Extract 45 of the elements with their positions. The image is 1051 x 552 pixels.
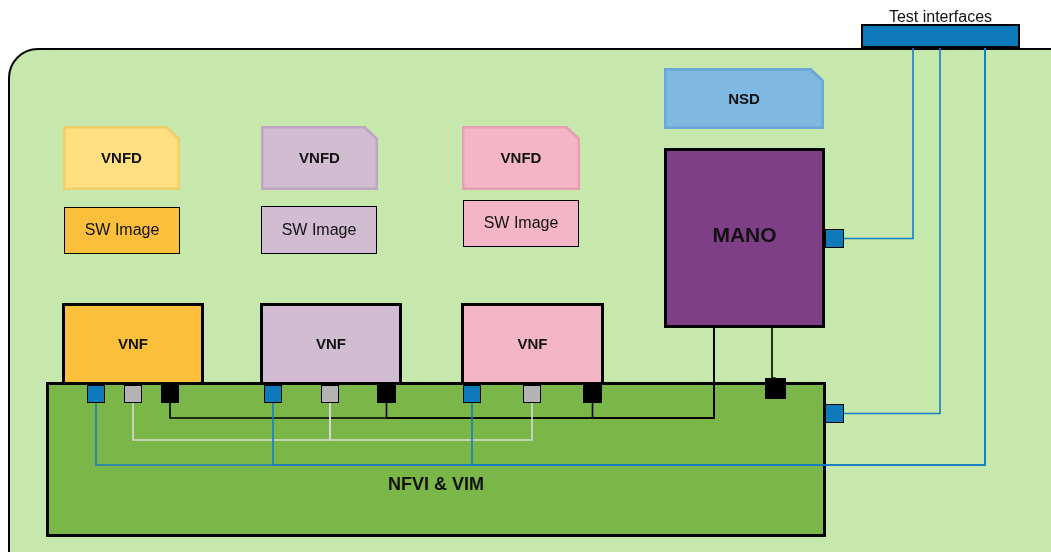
port-square [523, 385, 541, 403]
port-square [321, 385, 339, 403]
image-box [463, 200, 579, 247]
port-square [463, 385, 481, 403]
mano-label: MANO [712, 222, 777, 248]
vnf-label: VNF [118, 334, 148, 354]
document-shape [63, 126, 180, 190]
mano-box [664, 148, 825, 328]
document-shape [462, 126, 580, 190]
image-label: SW Image [84, 220, 160, 240]
connector-line [471, 47, 986, 466]
port-square [825, 404, 844, 423]
image-box [64, 207, 180, 254]
port-square [825, 229, 844, 248]
vnf-label: VNF [316, 334, 346, 354]
descriptor-label: VNFD [299, 148, 340, 168]
vnf-label: VNF [517, 334, 548, 354]
connector-line [132, 402, 331, 441]
connector-line [329, 402, 533, 441]
connector-line [843, 47, 941, 415]
descriptor-label: VNFD [101, 148, 142, 168]
image-label: SW Image [281, 220, 357, 240]
interface-label: Test interfaces [888, 8, 993, 26]
port-square [765, 378, 786, 399]
connector-line [771, 327, 777, 379]
port-square [583, 385, 602, 403]
port-square [264, 385, 282, 403]
vnf-box [62, 303, 204, 385]
platform-label: NFVI & VIM [388, 473, 484, 496]
connector-line [591, 327, 715, 419]
vnf-box [260, 303, 402, 385]
connector-line [843, 47, 914, 240]
descriptor-label: VNFD [500, 148, 542, 168]
port-square [124, 385, 142, 403]
descriptor-label: NSD [728, 89, 760, 109]
port-square [87, 385, 105, 403]
image-box [261, 206, 377, 254]
port-square [377, 385, 396, 403]
environment-panel [8, 48, 1051, 552]
document-shape [664, 68, 824, 129]
document-shape [261, 126, 378, 190]
vnf-box [461, 303, 604, 385]
port-square [161, 385, 179, 403]
image-label: SW Image [483, 213, 559, 233]
nfvi-platform [46, 382, 826, 537]
